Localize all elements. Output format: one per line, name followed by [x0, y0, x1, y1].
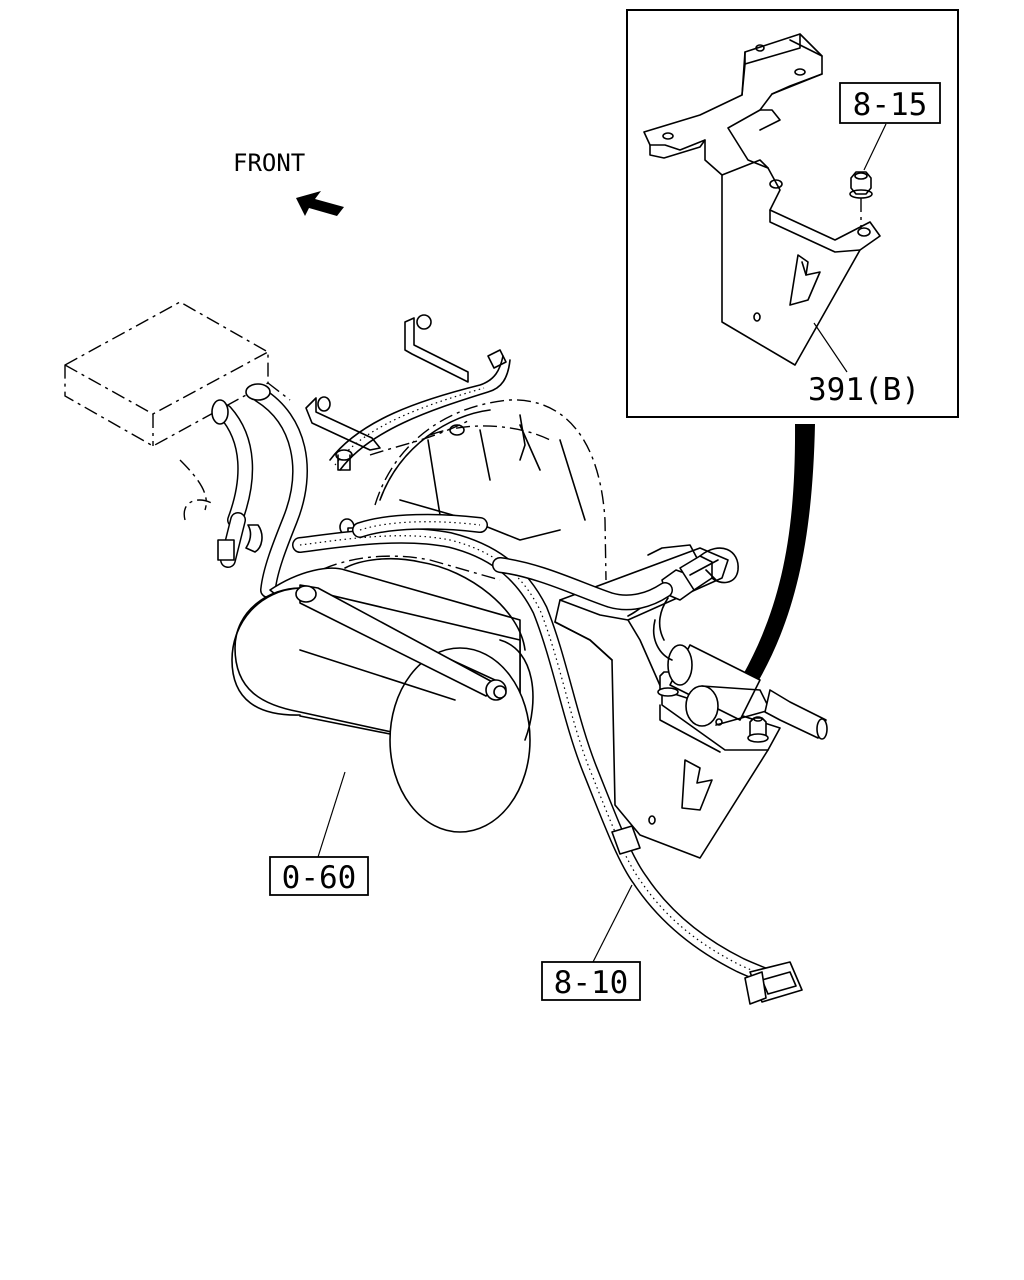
bell-housing	[374, 399, 607, 581]
wire-harness	[292, 513, 803, 1005]
callout-nut-label: 8-15	[853, 87, 928, 123]
flange-nut	[849, 171, 873, 228]
callout-bracket: 391(B)	[808, 322, 920, 408]
main-assembly: 0-60 8-10	[64, 301, 828, 1005]
callout-nut: 8-15	[839, 82, 941, 171]
sensor	[667, 644, 828, 740]
callout-harness: 8-10	[541, 884, 641, 1001]
front-label: FRONT	[233, 149, 305, 177]
hoses	[179, 383, 308, 598]
inset-bracket-drawing	[643, 33, 881, 366]
upper-brackets	[305, 314, 511, 471]
detail-inset: 8-15 391(B)	[626, 9, 959, 418]
callout-module: 0-60	[269, 771, 369, 896]
control-box	[64, 301, 291, 447]
front-indicator: FRONT	[233, 149, 344, 216]
front-arrow-icon	[296, 191, 344, 216]
cylinder-module	[231, 555, 534, 833]
callout-harness-label: 8-10	[554, 965, 629, 1001]
callout-module-label: 0-60	[282, 860, 357, 896]
callout-bracket-label: 391(B)	[808, 372, 920, 408]
detail-pointer	[718, 424, 815, 718]
